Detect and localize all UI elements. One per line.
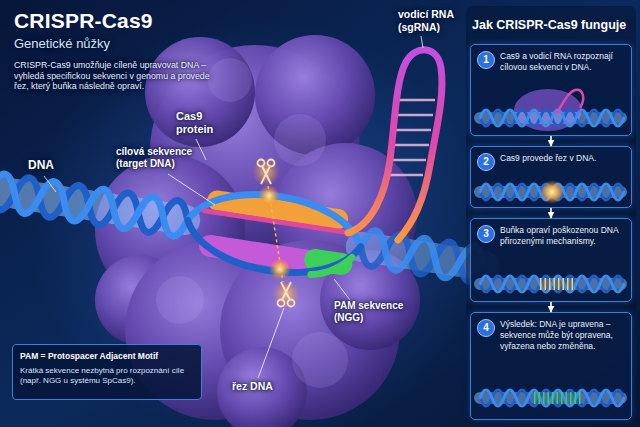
part-label: cílová sekvence (target DNA) (116, 146, 210, 170)
cas9-bump (274, 114, 326, 166)
leader-line (258, 308, 284, 378)
mini-dna (480, 110, 624, 126)
mini-dna (480, 390, 624, 406)
mini-dna (480, 276, 624, 292)
mini-cas9 (514, 89, 582, 131)
note-box: PAM = Protospacer Adjacent MotifKrátká s… (12, 344, 202, 400)
step-arrow (550, 136, 552, 146)
scissors-glow (252, 158, 280, 186)
intro-text: CRISPR-Cas9 umožňuje cíleně upravovat DN… (14, 60, 220, 92)
step-number: 4 (477, 319, 495, 337)
scissors-handle (258, 160, 265, 167)
step-arrow (550, 302, 552, 312)
leader-line (421, 36, 423, 48)
mini-cut (540, 180, 564, 204)
leader-line (44, 176, 56, 192)
scissors-handle (288, 300, 295, 307)
scissors-blade (262, 166, 271, 184)
cut-glow (269, 258, 291, 280)
step-box: 1 Cas9 a vodicí RNA rozpoznají cílovou se… (470, 44, 632, 136)
leader-line (168, 174, 215, 205)
mini-guide-rna (556, 90, 583, 114)
mini-dna (480, 184, 624, 200)
scissors-glow (272, 280, 300, 308)
step-text: Výsledek: DNA je upravena – sekvence můž… (500, 319, 628, 352)
scissors-symbol (252, 158, 280, 186)
mini-repair (540, 278, 576, 290)
scissors-handle (268, 160, 275, 167)
guide-rna-hairpin (348, 50, 442, 240)
dna-strand (0, 172, 190, 238)
step-text: Cas9 a vodicí RNA rozpoznají cílovou sek… (500, 51, 628, 73)
subtitle: Genetické nůžky (14, 36, 234, 52)
part-label: řez DNA (232, 380, 294, 393)
panel-heading: Jak CRISPR-Cas9 funguje (472, 18, 632, 32)
guide-rna-strand (204, 211, 347, 233)
title: CRISPR-Cas9 (14, 9, 153, 33)
step-arrow (550, 208, 552, 218)
scissors-blade (281, 282, 290, 300)
part-label: DNA (28, 158, 68, 172)
cas9-lobe (145, 37, 255, 147)
scissors-symbol (272, 280, 300, 308)
cas9-bump (156, 276, 204, 324)
step-box: 4 Výsledek: DNA je upravena – sekvence mů… (470, 312, 632, 420)
dna-strand (188, 183, 367, 247)
cut-glow (258, 185, 280, 207)
part-label: vodicí RNA (sgRNA) (398, 8, 464, 33)
pam-strand (311, 252, 352, 280)
leader-line (196, 139, 206, 160)
steps-panel: Jak CRISPR-Cas9 funguje 1 Cas9 a vodicí RN… (466, 6, 636, 424)
scissors-handle (278, 300, 285, 307)
step-number: 2 (477, 153, 495, 171)
step-box: 2 Cas9 provede řez v DNA. (470, 146, 632, 208)
step-box: 3 Buňka opraví poškozenou DNA přirozenými… (470, 218, 632, 302)
step-text: Buňka opraví poškozenou DNA přirozenými … (500, 225, 628, 247)
part-label: Cas9 protein (176, 110, 220, 136)
cas9-bump (292, 332, 348, 388)
scissors-blade (282, 282, 291, 300)
mini-edited-sequence (534, 392, 582, 404)
scissors-blade (261, 166, 270, 184)
step-text: Cas9 provede řez v DNA. (500, 153, 628, 164)
note-heading: PAM = Protospacer Adjacent Motif (20, 351, 196, 361)
step-number: 3 (477, 225, 495, 243)
leader-line (334, 279, 350, 300)
step-number: 1 (477, 51, 495, 69)
part-label: PAM sekvence (NGG) (334, 300, 420, 324)
note-text: Krátká sekvence nezbytná pro rozpoznání … (20, 366, 196, 387)
cas9-bump (208, 58, 252, 102)
dna-strand (0, 172, 190, 238)
